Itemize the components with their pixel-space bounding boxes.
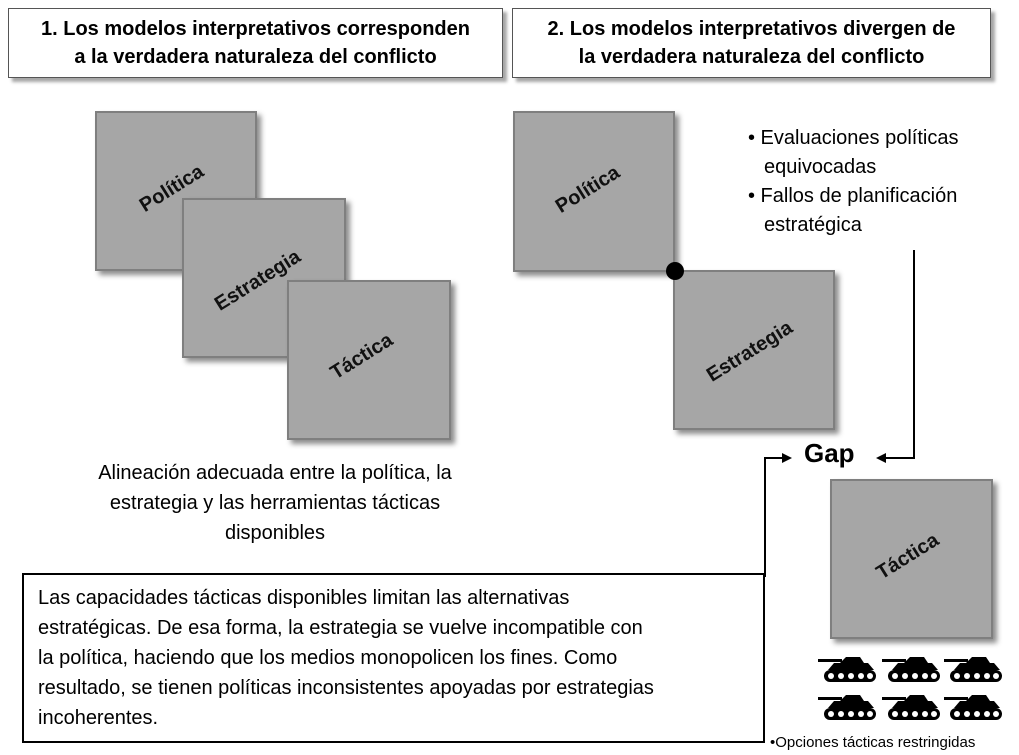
bottom-text-box: Las capacidades tácticas disponibles lim… bbox=[22, 573, 765, 743]
header-right: 2. Los modelos interpretativos divergen … bbox=[512, 8, 991, 78]
left-square-estrategia bbox=[182, 198, 346, 358]
bullet-item-2: • Fallos de planificación estratégica bbox=[748, 182, 1010, 240]
header-left: 1. Los modelos interpretativos correspon… bbox=[8, 8, 503, 78]
bullet-item-1: • Evaluaciones políticas equivocadas bbox=[748, 124, 1010, 182]
bottom-text-line3: la política, haciendo que los medios mon… bbox=[38, 647, 618, 669]
tank-icon bbox=[944, 695, 1002, 720]
box-to-gap-arrow bbox=[764, 453, 792, 577]
left-caption-line1: Alineación adecuada entre la política, l… bbox=[98, 462, 452, 484]
header-left-line1: 1. Los modelos interpretativos correspon… bbox=[41, 18, 470, 40]
bottom-text-line2: estratégicas. De esa forma, la estrategi… bbox=[38, 617, 643, 639]
left-caption: Alineación adecuada entre la política, l… bbox=[55, 458, 495, 548]
header-left-line2: a la verdadera naturaleza del conflicto bbox=[74, 46, 437, 68]
bullet-item-2-line2: estratégica bbox=[764, 214, 862, 236]
tank-icon bbox=[818, 695, 876, 720]
bullet-item-1-line2: equivocadas bbox=[764, 156, 877, 178]
right-square-estrategia bbox=[673, 270, 835, 430]
tank-icon bbox=[818, 657, 876, 682]
tanks-group bbox=[818, 657, 1002, 720]
left-caption-line2: estrategia y las herramientas tácticas bbox=[109, 492, 441, 514]
header-right-line2: la verdadera naturaleza del conflicto bbox=[578, 46, 925, 68]
tank-icon bbox=[882, 657, 940, 682]
bottom-text-line5: incoherentes. bbox=[38, 707, 159, 729]
right-square-politica bbox=[513, 111, 675, 272]
bottom-text-line4: resultado, se tienen políticas inconsist… bbox=[38, 677, 654, 699]
tanks-caption: •Opciones tácticas restringidas bbox=[770, 734, 976, 751]
bullet-list: • Evaluaciones políticas equivocadas • F… bbox=[748, 124, 1010, 240]
tank-icon bbox=[882, 695, 940, 720]
bottom-text-line1: Las capacidades tácticas disponibles lim… bbox=[38, 587, 570, 609]
header-right-line1: 2. Los modelos interpretativos divergen … bbox=[547, 18, 956, 40]
tank-icon bbox=[944, 657, 1002, 682]
left-square-tactica bbox=[287, 280, 451, 440]
gap-label: Gap bbox=[804, 438, 855, 468]
right-square-tactica bbox=[830, 479, 993, 639]
left-caption-line3: disponibles bbox=[224, 522, 326, 544]
bullet-item-1-line1: • Evaluaciones políticas bbox=[748, 127, 959, 149]
bullet-item-2-line1: • Fallos de planificación bbox=[748, 185, 958, 207]
bullets-to-gap-arrow bbox=[876, 250, 915, 463]
junction-dot bbox=[666, 262, 684, 280]
